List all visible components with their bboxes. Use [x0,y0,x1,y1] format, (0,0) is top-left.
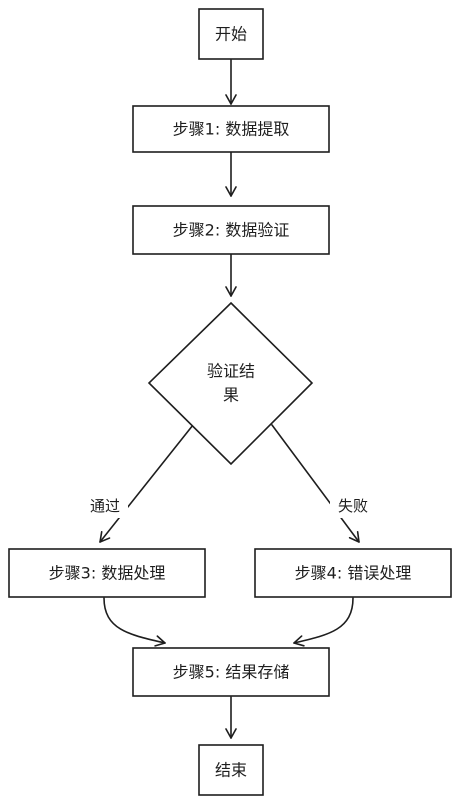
edge-step4-to-step5 [293,597,354,647]
node-step3: 步骤3: 数据处理 [8,548,206,598]
edge-decision-to-step3 [99,424,194,543]
node-step4: 步骤4: 错误处理 [254,548,452,598]
edge-label-pass-bg [82,494,128,518]
node-decision: 验证结 果 [147,301,314,466]
edge-decision-to-step4 [271,424,360,543]
node-start-label: 开始 [215,25,247,44]
node-decision-label-line2: 果 [223,386,239,405]
node-step2-label: 步骤2: 数据验证 [173,221,290,240]
node-step1: 步骤1: 数据提取 [132,105,330,153]
node-decision-label-line1: 验证结 [207,362,255,381]
node-start: 开始 [198,8,264,60]
node-step3-label: 步骤3: 数据处理 [49,564,166,583]
node-step1-label: 步骤1: 数据提取 [173,120,290,139]
node-end: 结束 [198,744,264,796]
node-step5: 步骤5: 结果存储 [132,647,330,697]
node-end-label: 结束 [215,761,247,780]
edges [99,59,360,739]
node-step5-label: 步骤5: 结果存储 [173,663,290,682]
edge-label-pass: 通过 [90,497,120,515]
node-step4-label: 步骤4: 错误处理 [295,564,412,583]
edge-step3-to-step5 [103,597,166,647]
edge-label-fail-bg [330,494,376,518]
edge-label-fail: 失败 [338,497,368,515]
node-step2: 步骤2: 数据验证 [132,205,330,255]
